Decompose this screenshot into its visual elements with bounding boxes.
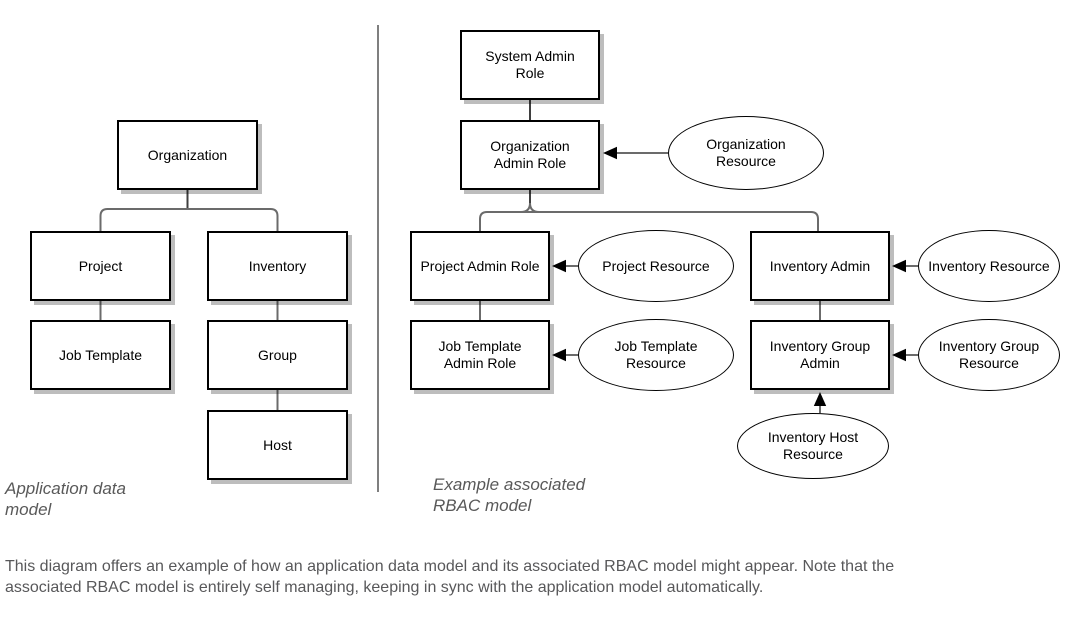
- panel-divider: [377, 25, 379, 492]
- node-system-admin-role: System Admin Role: [460, 30, 600, 100]
- description-paragraph: This diagram offers an example of how an…: [5, 558, 895, 596]
- resource-inventory-host: Inventory Host Resource: [737, 413, 889, 479]
- node-inventory-admin: Inventory Admin: [750, 231, 890, 301]
- node-organization-label: Organization: [147, 146, 228, 163]
- connector-orgadmin-flare-right: [529, 202, 540, 213]
- node-job-template-label: Job Template: [58, 346, 142, 363]
- node-system-admin-role-label: System Admin Role: [485, 48, 575, 81]
- arrow-inventory-resource-head: [892, 259, 906, 273]
- resource-inventory: Inventory Resource: [918, 230, 1060, 302]
- connector-orgadmin-flare-left: [520, 202, 531, 213]
- caption-application-data-model: Application data model: [5, 479, 126, 519]
- node-inventory-group-admin-label: Inventory Group Admin: [769, 338, 871, 371]
- arrow-organization-resource-head: [603, 146, 617, 160]
- resource-project-label: Project Resource: [602, 257, 710, 274]
- arrow-jobtemplate-resource-head: [552, 348, 566, 362]
- node-host-label: Host: [263, 436, 292, 453]
- node-job-template: Job Template: [30, 320, 171, 390]
- connector-organization-fork: [99, 208, 279, 231]
- node-project-label: Project: [78, 257, 123, 274]
- node-inventory-group-admin: Inventory Group Admin: [750, 320, 890, 390]
- node-organization: Organization: [117, 120, 258, 190]
- node-inventory-admin-label: Inventory Admin: [769, 257, 871, 274]
- resource-organization-label: Organization Resource: [706, 136, 786, 169]
- arrow-inventoryhost-resource-head: [813, 392, 827, 406]
- resource-project: Project Resource: [578, 230, 734, 302]
- arrow-project-resource-head: [552, 259, 566, 273]
- node-job-template-admin-role: Job Template Admin Role: [410, 320, 550, 390]
- resource-job-template: Job Template Resource: [578, 319, 734, 391]
- connector-orgadmin-fork: [479, 211, 819, 231]
- node-project: Project: [30, 231, 171, 301]
- node-project-admin-role-label: Project Admin Role: [420, 257, 540, 274]
- node-project-admin-role: Project Admin Role: [410, 231, 550, 301]
- arrow-inventorygroup-resource-head: [892, 348, 906, 362]
- resource-inventory-host-label: Inventory Host Resource: [767, 429, 859, 462]
- node-inventory-label: Inventory: [248, 257, 307, 274]
- caption-rbac-model: Example associated RBAC model: [433, 475, 586, 515]
- node-group: Group: [207, 320, 348, 390]
- resource-organization: Organization Resource: [668, 116, 824, 190]
- node-job-template-admin-role-label: Job Template Admin Role: [438, 338, 522, 371]
- resource-inventory-group-label: Inventory Group Resource: [938, 338, 1040, 371]
- resource-job-template-label: Job Template Resource: [614, 338, 698, 371]
- node-group-label: Group: [258, 346, 297, 363]
- node-inventory: Inventory: [207, 231, 348, 301]
- resource-inventory-label: Inventory Resource: [928, 257, 1050, 274]
- node-host: Host: [207, 410, 348, 480]
- node-organization-admin-role-label: Organization Admin Role: [490, 138, 570, 171]
- node-organization-admin-role: Organization Admin Role: [460, 120, 600, 190]
- resource-inventory-group: Inventory Group Resource: [918, 319, 1060, 391]
